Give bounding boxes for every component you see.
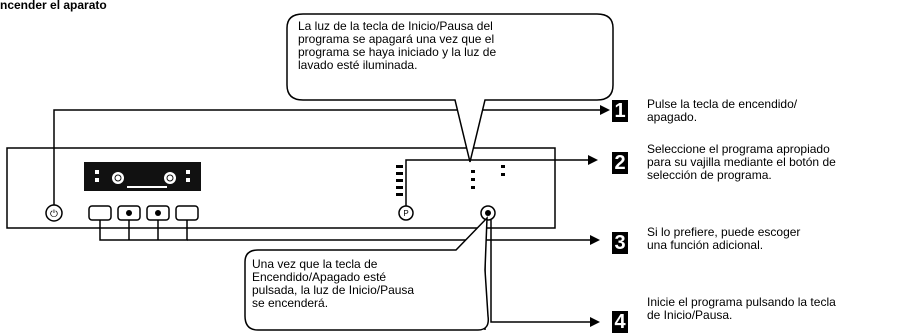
leader-line-2	[405, 159, 588, 206]
leader-line-1	[53, 109, 600, 205]
panel-outline	[6, 147, 556, 229]
display-digit-left	[112, 172, 124, 184]
arrow-4	[590, 317, 600, 327]
function-button-4	[175, 205, 199, 221]
display-digit-right	[164, 172, 176, 184]
step-text-4: Inicie el programa pulsando la tecla de …	[647, 295, 836, 322]
program-lights	[396, 165, 505, 196]
callout-top-text: La luz de la tecla de Inicio/Pausa del p…	[298, 19, 497, 72]
leader-line-4	[490, 220, 590, 323]
arrow-1	[600, 105, 610, 115]
step-marker-2: 2	[612, 152, 628, 174]
step-marker-4: 4	[612, 311, 628, 333]
step-text-1: Pulse la tecla de encendido/ apagado.	[647, 97, 798, 124]
arrow-3	[590, 235, 600, 245]
power-icon: ⏻	[50, 209, 58, 220]
callout-bottom-text: Una vez que la tecla de Encendido/Apagad…	[252, 257, 415, 310]
step-text-2: Seleccione el programa apropiado para su…	[647, 142, 836, 182]
callout-bubble-top	[286, 13, 614, 163]
step-marker-3: 3	[612, 232, 628, 254]
section-title: ncender el aparato	[0, 0, 107, 12]
step-marker-1: 1	[612, 100, 628, 122]
step-text-3: Si lo prefiere, puede escoger una funció…	[647, 225, 801, 252]
arrow-2	[588, 155, 598, 165]
callout-bubble-bottom	[244, 216, 490, 331]
leader-line-3	[99, 220, 188, 241]
function-button-1	[88, 205, 112, 221]
program-knob-label: P	[403, 209, 408, 218]
